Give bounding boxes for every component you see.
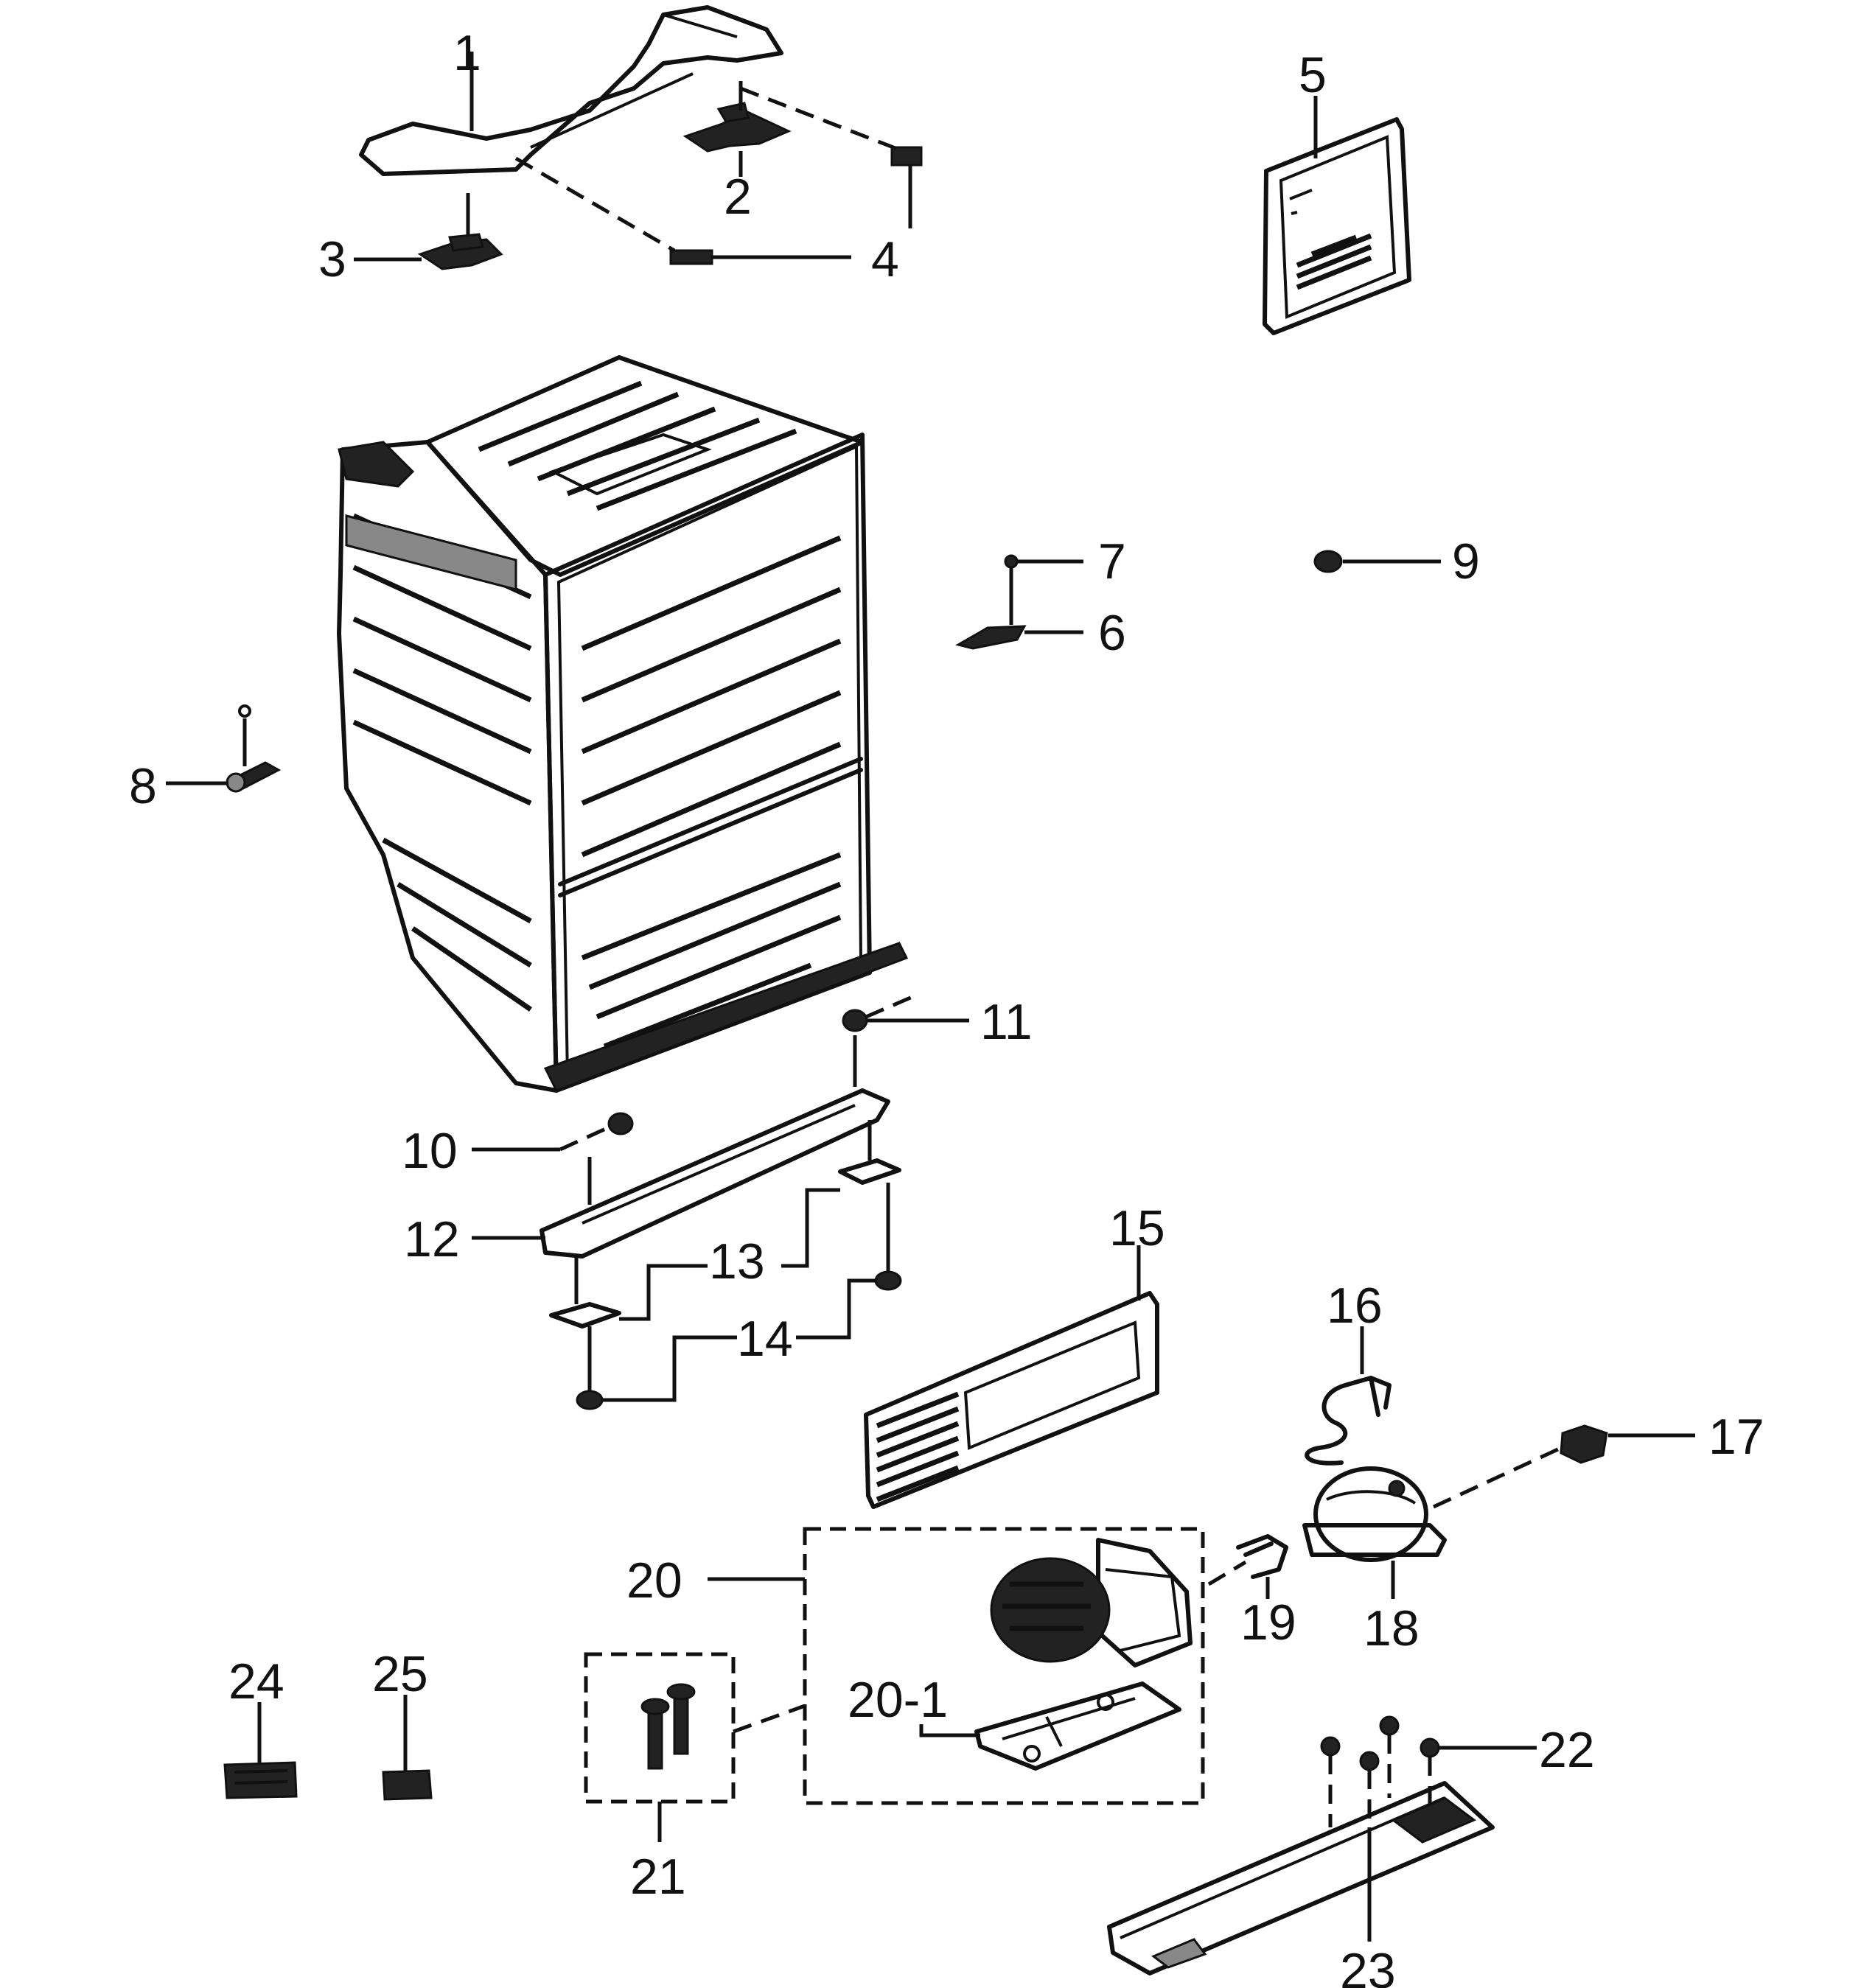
part-21-screw-pair [640,1683,696,1770]
part-23-base-plate [1107,1781,1495,1975]
dash-19 [1207,1560,1247,1586]
leader-14a [601,1335,737,1402]
part-8-cabinet-hinge [226,704,282,793]
callout-25: 25 [372,1646,428,1702]
part-11-adjust-screw [842,994,915,1032]
callout-20: 20 [626,1553,682,1609]
part-6-stopper [955,625,1027,650]
part-24-tag [223,1761,298,1799]
part-15-rear-cover [864,1291,1159,1509]
leader-13a [619,1264,708,1321]
part-9-cap [1313,550,1343,573]
callout-4: 4 [871,231,899,287]
part-20-1-fan-bracket [974,1681,1181,1771]
callout-15: 15 [1109,1200,1165,1256]
part-17-relay-box [1560,1424,1608,1464]
part-18-compressor [1302,1466,1447,1562]
callout-24: 24 [228,1653,284,1709]
cabinet-body [337,355,909,1093]
leader-20-1 [919,1724,980,1737]
callout-9: 9 [1452,533,1480,589]
part-25-clip-small [382,1769,433,1801]
callout-14: 14 [737,1311,793,1367]
dash-21 [733,1704,806,1734]
part-2-hinge-right [682,102,792,153]
callout-20-1: 20-1 [848,1672,948,1728]
part-20-fan-assembly-box [803,1527,1205,1805]
callout-18: 18 [1364,1600,1420,1656]
part-3-hinge-left [417,233,503,270]
dash-17 [1432,1446,1562,1509]
callout-21: 21 [630,1849,686,1905]
part-14-foot-cap [576,1183,902,1410]
part-22-grommets [1320,1715,1440,1827]
callout-16: 16 [1327,1278,1383,1334]
callout-8: 8 [129,758,157,814]
part-19-clip [1236,1534,1288,1579]
callout-6: 6 [1098,605,1126,661]
callout-12: 12 [404,1211,460,1267]
callout-19: 19 [1240,1595,1296,1651]
callout-1: 1 [453,25,481,81]
part-13-foot-pad [549,1120,901,1329]
part-16-tube [1305,1376,1392,1466]
callout-17: 17 [1708,1409,1764,1465]
part-12-leg-rail [540,1088,890,1259]
callout-2: 2 [724,169,752,225]
callout-13: 13 [709,1233,765,1289]
part-10-pin [559,1112,634,1152]
part-1-top-bracket [359,5,783,176]
part-20-fan-assembly [990,1538,1193,1667]
part-5-label-panel [1263,117,1411,335]
callout-7: 7 [1098,533,1126,589]
callout-23: 23 [1340,1943,1396,1988]
callout-22: 22 [1539,1722,1595,1778]
callout-11: 11 [980,994,1033,1050]
callout-5: 5 [1299,47,1327,103]
leader-13b [781,1188,840,1268]
leader-14b [796,1278,876,1340]
dash-4a [514,156,676,253]
part-7-screw [1004,554,1019,569]
part-21-screw-box [584,1652,736,1804]
callout-10: 10 [402,1123,458,1179]
callout-3: 3 [318,231,346,287]
